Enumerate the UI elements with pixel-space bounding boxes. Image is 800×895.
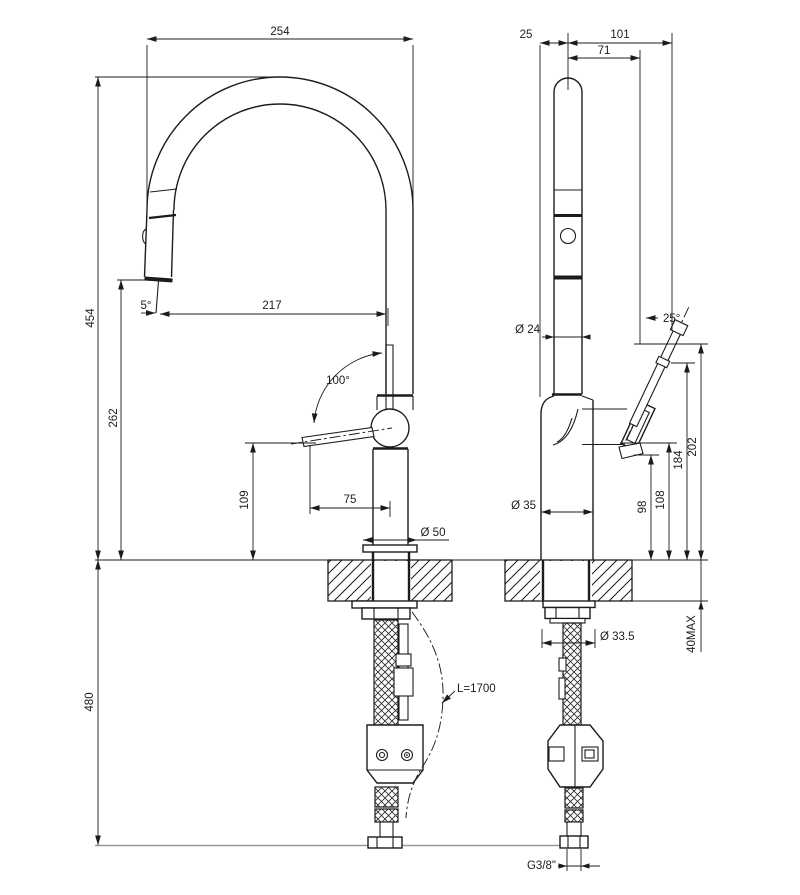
mounting-nut-front	[361, 607, 411, 620]
dimensions-side	[539, 33, 708, 871]
dim-dia35-label: Ø 35	[511, 500, 536, 512]
counterweight-front	[366, 724, 424, 784]
hose-connector-2	[393, 667, 414, 697]
dim-dia335-label: Ø 33.5	[600, 631, 635, 643]
under-counter-side	[541, 560, 604, 849]
side-view-faucet	[540, 77, 690, 849]
handle-rotation-arc	[311, 351, 383, 424]
hose-connector-1	[395, 653, 412, 667]
dim-71-label: 71	[598, 45, 611, 57]
dim-5deg-label: 5°	[141, 300, 152, 312]
dimension-labels: 254 454 262 5° 217 100° 109 75 Ø 50 480 …	[84, 26, 699, 872]
dim-98-label: 98	[637, 501, 649, 514]
supply-nut-front	[367, 836, 403, 849]
hose-length-label: L=1700	[457, 683, 496, 695]
dim-254-label: 254	[270, 26, 290, 38]
dim-454-label: 454	[85, 308, 97, 328]
handle-up-rod	[385, 344, 394, 409]
base-flange	[362, 544, 418, 553]
dim-25deg-label: 25°	[663, 313, 680, 325]
dim-262-label: 262	[108, 408, 120, 427]
lever-tip-cap	[669, 318, 689, 337]
dim-40max-label: 40MAX	[686, 615, 698, 653]
dim-100deg-label: 100°	[326, 375, 350, 387]
dim-thread-label: G3/8"	[527, 860, 556, 872]
dim-dia24-label: Ø 24	[515, 324, 541, 336]
dimensions-front	[95, 36, 456, 845]
front-view-faucet	[142, 76, 444, 849]
dim-217-label: 217	[262, 300, 281, 312]
dim-184-label: 184	[673, 450, 685, 470]
washer-front	[351, 600, 418, 609]
dim-108-label: 108	[655, 490, 667, 509]
spout-arc-outer	[146, 76, 414, 394]
dim-dia50-label: Ø 50	[421, 527, 446, 539]
spout-column-side	[553, 77, 583, 394]
spray-head-front	[142, 188, 178, 314]
dim-202-label: 202	[687, 437, 699, 456]
spray-clip	[142, 228, 147, 245]
dim-480-label: 480	[84, 692, 96, 711]
hose-length-leader	[441, 690, 456, 704]
body-back-edge	[540, 395, 555, 560]
braided-hose-side	[562, 622, 582, 726]
aerator-tip	[144, 276, 173, 283]
pullout-hose-phantom-curve	[405, 611, 444, 819]
washer-side	[542, 600, 596, 609]
spray-nozzle-line	[155, 280, 160, 314]
spray-button	[559, 227, 577, 245]
spout-shoulder-curve	[552, 408, 579, 446]
lever-foot	[618, 442, 644, 460]
supply-nut-side	[559, 835, 589, 849]
dim-101-label: 101	[610, 29, 629, 41]
under-counter-front	[351, 600, 444, 849]
dim-75-label: 75	[344, 494, 357, 506]
lever-grip-joint	[655, 355, 671, 369]
dim-25-label: 25	[520, 29, 533, 41]
handle-centerline	[290, 427, 393, 445]
spout-arc-inner	[173, 103, 387, 394]
mounting-nut-side	[544, 606, 591, 620]
handle-lever-side	[622, 307, 690, 448]
dim-109-label: 109	[239, 490, 251, 509]
